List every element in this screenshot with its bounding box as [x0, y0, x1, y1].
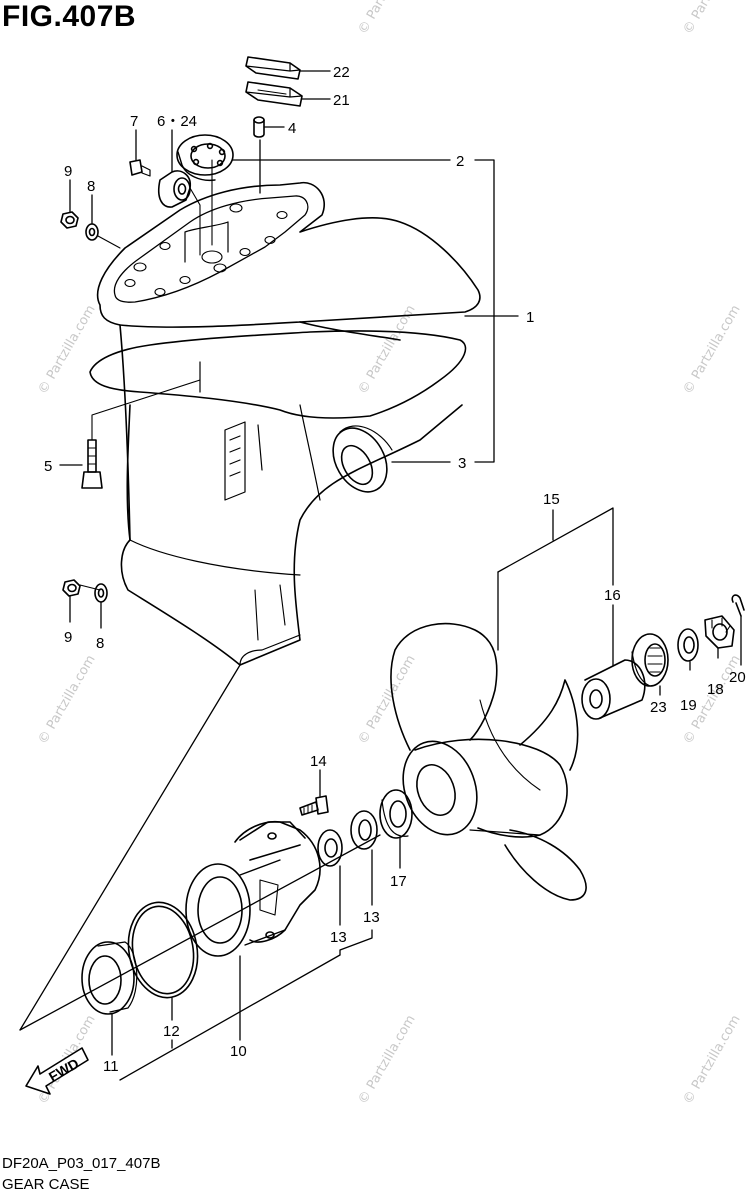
callout-17: 17 [390, 873, 407, 890]
part-3-bearing [332, 425, 393, 493]
callout-22: 22 [333, 64, 350, 81]
gear-case-housing [89, 181, 481, 666]
part-9-nut-lower [62, 579, 81, 597]
part-9-nut-upper [60, 211, 79, 229]
part-20-cotter-pin [731, 594, 745, 617]
part-2-bearing [176, 134, 234, 182]
figure-title: FIG.407B [2, 0, 137, 33]
callout-9-lower: 9 [64, 629, 72, 646]
callout-4: 4 [288, 120, 296, 137]
callout-2: 2 [456, 153, 464, 170]
callout-13-left: 13 [330, 929, 347, 946]
callout-8-lower: 8 [96, 635, 104, 652]
callout-1: 1 [526, 309, 534, 326]
part-5-bolt [81, 439, 103, 489]
part-6-24-bushing [157, 170, 192, 208]
part-4-dowel-pin [253, 116, 265, 138]
callout-16: 16 [604, 587, 621, 604]
part-21-plate [245, 81, 303, 107]
part-13-seal-b [317, 829, 343, 867]
callout-19: 19 [680, 697, 697, 714]
callout-11: 11 [103, 1058, 119, 1075]
part-16-bushing [581, 659, 646, 720]
part-11-bearing [81, 941, 138, 1015]
callout-6-24: 6・24 [157, 113, 197, 130]
leader-lines [19, 70, 742, 1081]
part-8-washer-lower [94, 583, 108, 603]
part-18-nut [704, 615, 735, 649]
callout-3: 3 [458, 455, 466, 472]
part-7-bolt [129, 159, 151, 177]
callout-10: 10 [230, 1043, 247, 1060]
part-14-bolt [299, 795, 329, 816]
callout-9-upper: 9 [64, 163, 72, 180]
callout-5: 5 [44, 458, 52, 475]
part-8-washer-upper [85, 223, 99, 241]
callout-12: 12 [163, 1023, 180, 1040]
callout-15: 15 [543, 491, 560, 508]
callout-labels: 22 21 4 2 7 6・24 9 8 1 5 3 15 16 9 8 20 … [44, 64, 746, 1085]
part-10-bearing-housing [185, 820, 321, 957]
diagram-name: GEAR CASE [2, 1176, 90, 1193]
part-15-propeller [390, 622, 587, 901]
watermark-1: © Partzilla.com [355, 0, 418, 37]
part-19-washer [677, 628, 699, 662]
part-17-thrust-washer [379, 789, 413, 839]
watermark-6: © Partzilla.com [35, 653, 98, 747]
watermark-10: © Partzilla.com [355, 1013, 418, 1107]
diagram-code: DF20A_P03_017_407B [2, 1155, 161, 1172]
fwd-arrow-icon [25, 1047, 89, 1095]
callout-20: 20 [729, 669, 746, 686]
part-23-spacer [631, 633, 669, 687]
part-22-plate [245, 56, 301, 80]
watermark-5: © Partzilla.com [680, 303, 743, 397]
callout-23: 23 [650, 699, 667, 716]
callout-13-right: 13 [363, 909, 380, 926]
callout-8-upper: 8 [87, 178, 95, 195]
part-13-seal-a [350, 810, 378, 850]
callout-21: 21 [333, 92, 350, 109]
watermark-2: © Partzilla.com [680, 0, 743, 37]
watermark-3: © Partzilla.com [35, 303, 98, 397]
callout-18: 18 [707, 681, 724, 698]
callout-14: 14 [310, 753, 327, 770]
watermark-7: © Partzilla.com [355, 653, 418, 747]
watermark-11: © Partzilla.com [680, 1013, 743, 1107]
callout-7: 7 [130, 113, 138, 130]
